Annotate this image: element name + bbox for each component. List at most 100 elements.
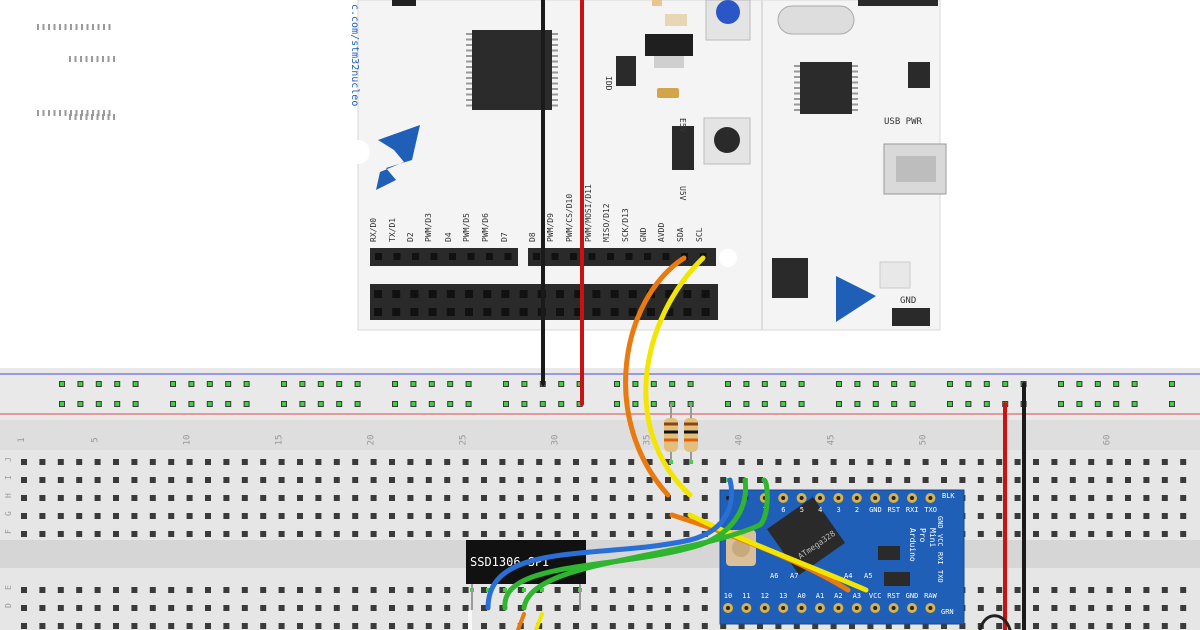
wire-dark-bottom <box>978 614 1012 630</box>
triangle-logo-icon <box>836 276 876 322</box>
column-number: 30 <box>551 435 561 446</box>
column-number: 10 <box>183 435 193 446</box>
pullup-resistors <box>664 404 698 462</box>
column-number: 20 <box>367 435 377 446</box>
header-label: TX/D1 <box>388 218 397 242</box>
header-label: PWM/D3 <box>424 213 433 242</box>
header-label: AVDD <box>657 223 666 242</box>
arduino-bottom-pin-label: 11 <box>742 592 750 600</box>
arduino-side-label: VCC <box>936 534 944 547</box>
e5v-label: E5V <box>678 118 687 133</box>
arduino-side-label: GND <box>936 516 944 529</box>
user-button <box>716 0 740 24</box>
row-letter: J <box>4 457 13 462</box>
header-right <box>528 248 716 266</box>
column-number: 45 <box>827 435 837 446</box>
arduino-bottom-pin-label: VCC <box>869 592 882 600</box>
column-number: 25 <box>459 435 469 446</box>
arduino-top-pin-label: RST <box>887 506 900 514</box>
resistor-2 <box>684 418 698 452</box>
column-number: 15 <box>275 435 285 446</box>
row-letter: E <box>4 585 13 590</box>
wire-yellow-a5 <box>687 512 869 593</box>
grn-label: GRN <box>941 608 954 616</box>
row-letter: G <box>4 511 13 516</box>
header-label: SDA <box>676 227 685 242</box>
wire-blue <box>485 477 735 611</box>
header-label: PWM/D9 <box>546 213 555 242</box>
a4-label: A4 <box>844 572 852 580</box>
wire-yellow-bottom <box>534 612 544 630</box>
arduino-top-pin-label: 4 <box>818 506 822 514</box>
reset-button <box>703 117 751 165</box>
row-letter: I <box>4 475 13 480</box>
wire-yellow-scl <box>643 255 706 498</box>
arduino-top-pin-label: 6 <box>781 506 785 514</box>
header-label: D4 <box>444 232 453 242</box>
usb-pwr-label: USB PWR <box>884 117 923 127</box>
wire-orange-sda <box>623 255 687 498</box>
header-label: D8 <box>528 232 537 242</box>
arduino-top-pin-label: 2 <box>855 506 859 514</box>
arduino-brand-text: Arduino <box>908 528 917 562</box>
header-label: RX/D0 <box>369 218 378 242</box>
arduino-brand-text: Pro <box>918 528 927 543</box>
a7-label: A7 <box>790 572 798 580</box>
header-label: D7 <box>500 232 509 242</box>
header-label: PWM/D6 <box>481 213 490 242</box>
arduino-bottom-pin-label: 13 <box>779 592 787 600</box>
column-number: 60 <box>1103 435 1113 446</box>
u5v-label: U5V <box>678 186 687 201</box>
row-letter: H <box>4 493 13 498</box>
header-label: PWM/CS/D10 <box>565 194 574 242</box>
wire-green-2 <box>521 477 770 611</box>
arduino-brand-text: Mini <box>928 528 937 547</box>
wire-orange-bottom <box>516 612 526 630</box>
arduino-bottom-pin-label: RAW <box>924 592 937 600</box>
arduino-top-pin-label: TXO <box>924 506 937 514</box>
row-letter: D <box>4 603 13 608</box>
nucleo-url: c.com/stm32nucleo <box>349 4 360 106</box>
column-number: 5 <box>91 437 101 442</box>
arduino-top-pin-label: 3 <box>836 506 840 514</box>
row-letter: F <box>4 529 13 534</box>
mcu-chip <box>472 30 552 110</box>
gnd-label: GND <box>900 296 916 306</box>
header-label: PWM/D5 <box>462 213 471 242</box>
arduino-bottom-pin-label: 12 <box>761 592 769 600</box>
arduino-bottom-pin-label: A3 <box>853 592 861 600</box>
arduino-bottom-pin-label: GND <box>906 592 919 600</box>
header-label: MISO/D12 <box>602 203 611 242</box>
column-number: 40 <box>735 435 745 446</box>
column-number: 35 <box>643 435 653 446</box>
arduino-top-pin-label: RXI <box>906 506 919 514</box>
header-label: SCL <box>695 227 704 242</box>
arduino-bottom-pin-label: 10 <box>724 592 732 600</box>
column-number: 50 <box>919 435 929 446</box>
arduino-side-label: RXI <box>936 552 944 565</box>
header-label: SCK/D13 <box>621 208 630 242</box>
header-left <box>370 248 518 266</box>
arduino-bottom-pin-label: A2 <box>834 592 842 600</box>
nucleo-board: IDD E5V U5V USB PWR GND c.com/stm32nucle… <box>37 0 947 331</box>
header-label: GND <box>639 227 648 242</box>
arduino-side-label: TXO <box>936 570 944 583</box>
st-logo-icon <box>376 125 420 190</box>
arduino-bottom-pin-label: A0 <box>797 592 805 600</box>
header-label: PWM/MOSI/D11 <box>584 184 593 242</box>
a5-label: A5 <box>864 572 872 580</box>
resistor-1 <box>664 418 678 452</box>
column-number: 1 <box>17 437 27 442</box>
arduino-bottom-pin-label: A1 <box>816 592 824 600</box>
idd-label: IDD <box>604 76 613 91</box>
arduino-top-pin-label: 5 <box>800 506 804 514</box>
arduino-bottom-pin-label: RST <box>887 592 900 600</box>
a6-label: A6 <box>770 572 778 580</box>
blk-label: BLK <box>942 492 955 500</box>
wires <box>468 0 1026 630</box>
arduino-top-pin-label: GND <box>869 506 882 514</box>
display-label: SSD1306 SPI <box>470 555 549 569</box>
